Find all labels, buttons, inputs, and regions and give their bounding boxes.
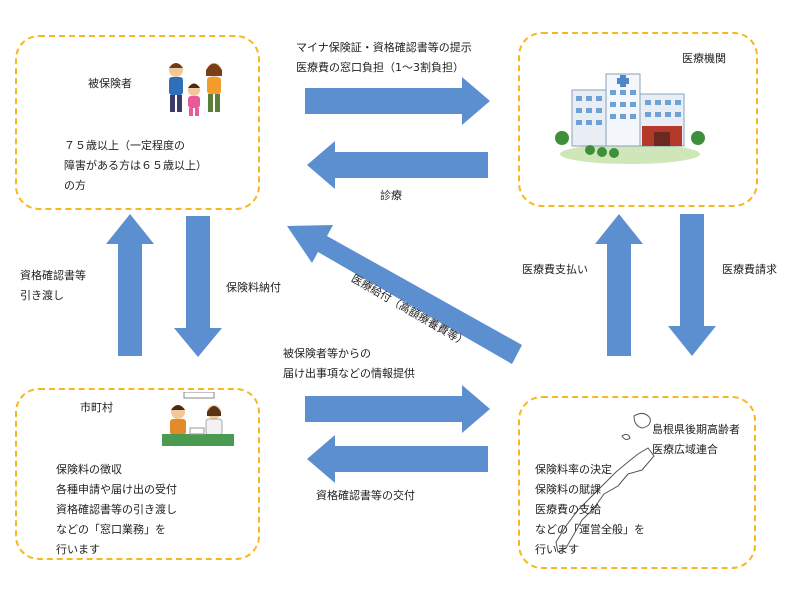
- arrow-insured-to-muni: [174, 216, 222, 357]
- municipality-line-5: 行います: [56, 543, 100, 556]
- arrow-insured-to-hospital: [305, 77, 490, 125]
- union-line-4: などの「運営全般」を: [535, 523, 645, 536]
- label-muni-to-union-1: 被保険者等からの: [283, 347, 371, 360]
- union-line-2: 保険料の賦課: [535, 483, 601, 496]
- insured-node: [15, 35, 260, 210]
- arrow-hospital-to-insured: [307, 141, 488, 189]
- label-hospital-to-union: 医療費請求: [722, 263, 777, 276]
- union-line-3: 医療費の支給: [535, 503, 601, 516]
- label-muni-to-insured-1: 資格確認書等: [20, 269, 86, 282]
- label-insured-to-hospital-2: 医療費の窓口負担（1～3割負担）: [296, 61, 464, 74]
- shimane-map-illustration: [555, 412, 655, 553]
- municipality-line-4: などの「窓口業務」を: [56, 523, 166, 536]
- arrow-union-to-muni: [307, 435, 488, 483]
- label-muni-to-union-2: 届け出事項などの情報提供: [283, 367, 415, 380]
- label-union-to-hospital: 医療費支払い: [522, 263, 588, 276]
- insured-line-3: の方: [64, 179, 86, 192]
- hospital-title: 医療機関: [682, 52, 726, 65]
- label-union-to-muni: 資格確認書等の交付: [316, 489, 415, 502]
- municipality-title: 市町村: [80, 401, 113, 414]
- hospital-node: [518, 32, 758, 207]
- union-title-2: 医療広域連合: [652, 443, 718, 456]
- insured-line-2: 障害がある方は６５歳以上）: [64, 159, 207, 172]
- union-line-1: 保険料率の決定: [535, 463, 612, 476]
- municipality-line-3: 資格確認書等の引き渡し: [56, 503, 177, 516]
- label-insured-to-muni: 保険料納付: [226, 281, 281, 294]
- label-muni-to-insured-2: 引き渡し: [20, 289, 64, 302]
- arrow-hospital-to-union: [668, 214, 716, 356]
- counter-illustration: [162, 392, 234, 446]
- insured-title: 被保険者: [88, 77, 132, 90]
- union-title-1: 島根県後期高齢者: [652, 423, 740, 436]
- arrow-union-to-hospital: [595, 214, 643, 356]
- municipality-line-1: 保険料の徴収: [56, 463, 122, 476]
- union-node: [518, 396, 756, 569]
- municipality-line-2: 各種申請や届け出の受付: [56, 483, 177, 496]
- label-insured-to-hospital-1: マイナ保険証・資格確認書等の提示: [296, 41, 472, 54]
- arrow-muni-to-union: [305, 385, 490, 433]
- arrow-muni-to-insured: [106, 214, 154, 356]
- union-line-5: 行います: [535, 543, 579, 556]
- insured-line-1: ７５歳以上（一定程度の: [64, 139, 185, 152]
- family-illustration: [169, 63, 222, 116]
- label-hospital-to-insured: 診療: [380, 189, 402, 202]
- municipality-node: [15, 388, 260, 560]
- arrow-union-to-insured: [287, 225, 522, 364]
- hospital-illustration: [555, 73, 705, 164]
